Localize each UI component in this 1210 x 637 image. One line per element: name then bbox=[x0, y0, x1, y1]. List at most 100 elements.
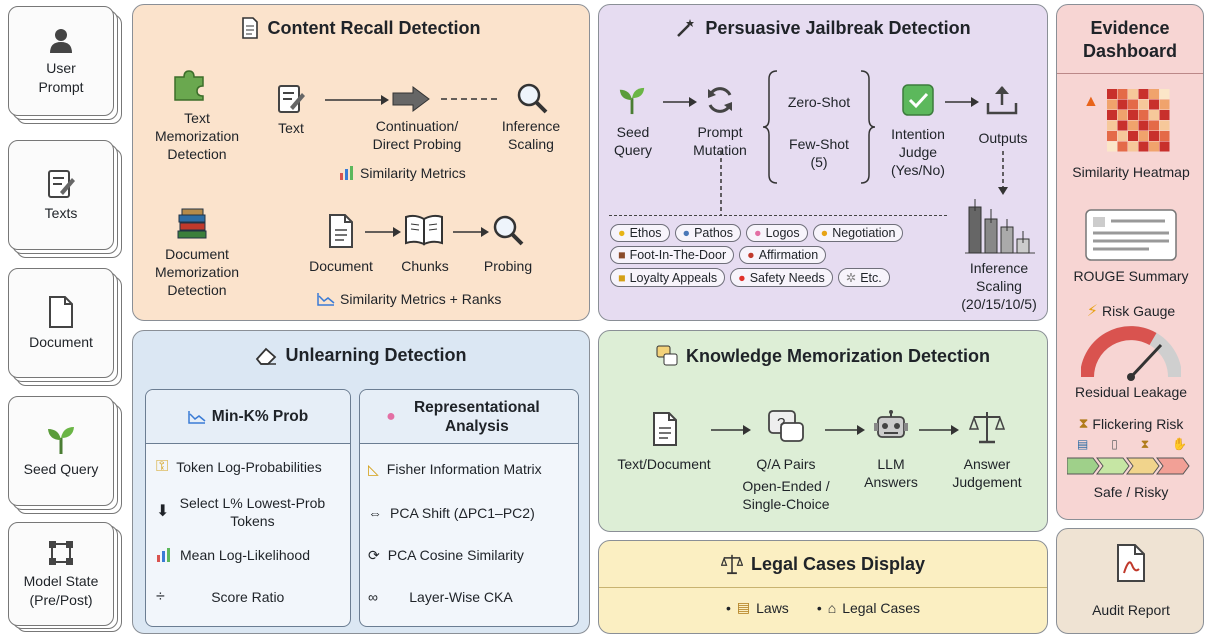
flicker-icons: ▤▯⧗✋ bbox=[1077, 437, 1187, 452]
evidence-title: Evidence Dashboard bbox=[1082, 18, 1178, 61]
hourglass-icon: ⧗ bbox=[1140, 437, 1150, 451]
technique-pill: ●Pathos bbox=[674, 224, 742, 242]
knowledge-title: Knowledge Memorization Detection bbox=[599, 345, 1047, 367]
heatmap-cell bbox=[1149, 99, 1159, 110]
heatmap-cell bbox=[1107, 110, 1117, 120]
heatmap-cell bbox=[1159, 89, 1170, 99]
heatmap-cell bbox=[1117, 110, 1128, 120]
document-icon: ▯ bbox=[1111, 437, 1118, 451]
heatmap-cell bbox=[1149, 131, 1159, 141]
speech-icon: ● bbox=[682, 226, 691, 240]
upload-tray-icon bbox=[986, 86, 1018, 115]
heatmap-cell bbox=[1159, 99, 1170, 110]
heatmap-cell bbox=[1149, 120, 1159, 131]
technique-pill: ■Loyalty Appeals bbox=[610, 268, 726, 287]
input-label: Seed Query bbox=[23, 460, 99, 477]
chunks-label: Chunks bbox=[401, 258, 449, 274]
jailbreak-panel: Persuasive Jailbreak Detection Seed Quer… bbox=[598, 4, 1048, 321]
evidence-dashboard-panel: Evidence Dashboard ▲ Similarity Heatmap … bbox=[1056, 4, 1204, 520]
dashed-arrow-down bbox=[998, 151, 1008, 195]
triangle-ruler-icon: ◺ bbox=[368, 461, 379, 477]
heatmap-cell bbox=[1138, 89, 1149, 99]
bulb-icon: ● bbox=[618, 226, 626, 240]
line-chart-icon bbox=[317, 293, 335, 306]
arrow-down-icon: ⬇ bbox=[156, 503, 170, 520]
input-card-texts: Texts bbox=[8, 140, 124, 262]
rep-item: ⟳PCA Cosine Similarity bbox=[368, 547, 524, 563]
document-icon bbox=[329, 214, 353, 248]
title-underline bbox=[1057, 73, 1203, 74]
arrow-right bbox=[945, 97, 979, 107]
arrow-right bbox=[663, 97, 697, 107]
risk-gauge-label: ⚡Risk Gauge bbox=[1086, 303, 1176, 320]
arrow-right bbox=[711, 425, 751, 435]
heatmap-cell bbox=[1128, 120, 1138, 131]
document-icon bbox=[242, 17, 259, 39]
safe-risky-label: Safe / Risky bbox=[1093, 484, 1169, 500]
alert-icon: ● bbox=[738, 270, 746, 285]
heatmap-cell bbox=[1138, 99, 1149, 110]
arrow-right bbox=[825, 425, 865, 435]
document-icon bbox=[653, 412, 677, 446]
answer-judgement-label: Answer Judgement bbox=[952, 456, 1022, 490]
courthouse-icon: ⌂ bbox=[827, 599, 837, 616]
legal-title: Legal Cases Display bbox=[599, 553, 1047, 575]
qa-pairs-label: Q/A Pairs bbox=[756, 456, 816, 472]
divide-icon: ÷ bbox=[156, 588, 165, 605]
similarity-heatmap-label: Similarity Heatmap bbox=[1072, 164, 1190, 180]
jailbreak-title: Persuasive Jailbreak Detection bbox=[599, 17, 1047, 39]
handshake-icon: ● bbox=[820, 226, 829, 240]
heatmap-cell bbox=[1117, 89, 1128, 99]
heatmap-cell bbox=[1117, 141, 1128, 152]
inference-scaling-label: Inference Scaling bbox=[501, 118, 561, 152]
heatmap-cell bbox=[1128, 131, 1138, 141]
network-nodes-icon bbox=[49, 541, 73, 565]
heatmap-cell bbox=[1128, 141, 1138, 152]
heatmap-cell bbox=[1159, 110, 1170, 120]
flame-icon: ▲ bbox=[1083, 93, 1099, 110]
technique-pill: ✲Etc. bbox=[837, 268, 890, 287]
seed-query-label: Seed Query bbox=[613, 124, 653, 158]
bar-chart-icon bbox=[157, 548, 170, 562]
zero-shot-label: Zero-Shot bbox=[787, 94, 851, 110]
dashed-line bbox=[441, 98, 501, 100]
audit-report-button[interactable]: Audit Report bbox=[1056, 528, 1204, 634]
similarity-metrics: Similarity Metrics bbox=[339, 165, 466, 181]
key-icon: ⚿ bbox=[156, 458, 169, 475]
scales-icon bbox=[969, 412, 1005, 444]
heatmap-cell bbox=[1107, 89, 1117, 99]
books-icon bbox=[177, 208, 207, 239]
shield-icon: ● bbox=[747, 248, 755, 262]
intention-judge-label: Intention Judge (Yes/No) bbox=[891, 126, 945, 178]
unlearning-title: Unlearning Detection bbox=[133, 345, 589, 366]
mink-item: Mean Log-Likelihood bbox=[146, 546, 350, 564]
knowledge-panel: Knowledge Memorization Detection Text/Do… bbox=[598, 330, 1048, 532]
open-book-icon bbox=[405, 214, 443, 246]
rep-item: ⇔PCA Shift (ΔPC1–PC2) bbox=[368, 505, 535, 521]
audit-report-label: Audit Report bbox=[1092, 602, 1170, 618]
input-card-model-state: Model State (Pre/Post) bbox=[8, 522, 124, 634]
input-card-user-prompt: User Prompt bbox=[8, 6, 124, 128]
input-card-document: Document bbox=[8, 268, 124, 390]
heatmap-cell bbox=[1149, 110, 1159, 120]
inference-scaling-label: Inference Scaling (20/15/10/5) bbox=[961, 260, 1037, 312]
residual-leakage-label: Residual Leakage bbox=[1074, 384, 1188, 400]
eraser-icon bbox=[256, 347, 277, 365]
heatmap-cell bbox=[1159, 131, 1170, 141]
document-icon bbox=[49, 295, 73, 328]
heatmap-cell bbox=[1107, 131, 1117, 141]
dashed-connector bbox=[720, 151, 722, 215]
user-icon bbox=[50, 29, 72, 53]
question-chat-icon: ? bbox=[768, 410, 804, 442]
content-recall-panel: Content Recall Detection Text Memorizati… bbox=[132, 4, 590, 321]
content-recall-title: Content Recall Detection bbox=[133, 17, 589, 39]
double-arrow-icon: ⇔ bbox=[368, 505, 382, 521]
prompt-mutation-label: Prompt Mutation bbox=[693, 124, 747, 158]
input-label: User Prompt bbox=[38, 60, 84, 95]
input-label: Texts bbox=[44, 204, 78, 221]
magnifier-icon bbox=[493, 215, 524, 246]
input-label: Document bbox=[29, 333, 93, 350]
heatmap-cell bbox=[1128, 89, 1138, 99]
min-k-prob-box: Min-K% Prob ⚿Token Log-Probabilities ⬇Se… bbox=[145, 389, 351, 627]
magic-wand-icon bbox=[677, 19, 695, 37]
